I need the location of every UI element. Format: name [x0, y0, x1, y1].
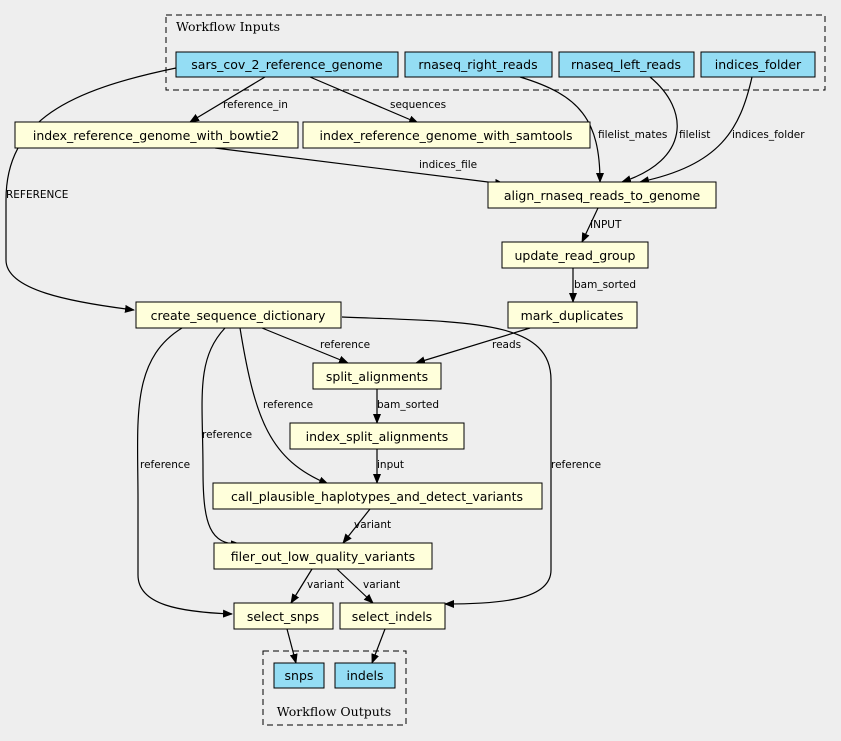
edge-dictionary-to-split [261, 327, 349, 364]
edge-dictionary-to-filter [201, 327, 241, 549]
edge-align-to-update [581, 207, 599, 243]
edge-genome-to-bowtie2 [189, 76, 266, 123]
edge-left-reads-to-align [621, 76, 678, 184]
node-align-rnaseq-reads-to-genome[interactable]: align_rnaseq_reads_to_genome [487, 181, 717, 209]
edge-genome-to-samtools [309, 76, 419, 124]
edge-genome-to-dictionary [5, 67, 177, 313]
edge-label: variant [307, 579, 344, 591]
node-label: index_reference_genome_with_bowtie2 [33, 128, 279, 143]
node-rnaseq-right-reads[interactable]: rnaseq_right_reads [404, 51, 553, 78]
edge-snps-to-output [286, 628, 298, 664]
edge-call-to-filter [342, 508, 371, 544]
node-label: rnaseq_right_reads [418, 57, 537, 72]
node-call-plausible-haplotypes-and-detect-variants[interactable]: call_plausible_haplotypes_and_detect_var… [212, 482, 543, 510]
node-index-reference-genome-with-bowtie2[interactable]: index_reference_genome_with_bowtie2 [14, 121, 299, 149]
node-indices-folder[interactable]: indices_folder [700, 51, 816, 78]
edge-filter-to-snps [290, 568, 313, 604]
node-label: select_snps [247, 609, 319, 624]
node-label: index_reference_genome_with_samtools [320, 128, 573, 143]
edges [5, 67, 753, 664]
node-update-read-group[interactable]: update_read_group [501, 241, 649, 269]
node-label: split_alignments [326, 369, 428, 384]
node-filer-out-low-quality-variants[interactable]: filer_out_low_quality_variants [213, 542, 433, 570]
edge-label: reference_in [223, 99, 288, 111]
edge-label: REFERENCE [6, 189, 68, 201]
node-label: filer_out_low_quality_variants [231, 549, 415, 564]
cluster-label-inputs: Workflow Inputs [176, 19, 280, 34]
node-label: rnaseq_left_reads [571, 57, 681, 72]
edge-dictionary-to-snps [136, 327, 233, 618]
edge-label: reference [320, 339, 370, 351]
cluster-label-outputs: Workflow Outputs [277, 704, 391, 719]
edge-label: reference [140, 459, 190, 471]
edge-label: INPUT [590, 219, 622, 231]
node-label: indices_folder [715, 57, 802, 72]
edge-dictionary-to-indels [341, 316, 552, 608]
edge-indices-to-align [639, 76, 753, 185]
node-select-snps[interactable]: select_snps [233, 602, 334, 630]
node-sars-cov-2-reference-genome[interactable]: sars_cov_2_reference_genome [175, 51, 399, 78]
node-snps[interactable]: snps [273, 662, 325, 689]
edge-label: reference [551, 459, 601, 471]
node-index-reference-genome-with-samtools[interactable]: index_reference_genome_with_samtools [302, 121, 591, 149]
node-split-alignments[interactable]: split_alignments [312, 362, 442, 390]
edge-label: bam_sorted [574, 279, 636, 291]
node-label: snps [285, 668, 314, 683]
node-label: align_rnaseq_reads_to_genome [504, 188, 701, 203]
node-label: call_plausible_haplotypes_and_detect_var… [231, 489, 523, 504]
cluster-workflow-inputs: Workflow Inputs [165, 14, 826, 91]
node-index-split-alignments[interactable]: index_split_alignments [289, 422, 465, 450]
node-label: index_split_alignments [306, 429, 449, 444]
node-label: indels [346, 668, 383, 683]
edge-filter-to-indels [336, 568, 374, 604]
edge-label: sequences [390, 99, 446, 111]
edge-right-reads-to-align [519, 76, 604, 183]
node-label: select_indels [352, 609, 432, 624]
edge-label: reference [263, 399, 313, 411]
edge-label: bam_sorted [377, 399, 439, 411]
edge-indels-to-output [371, 628, 386, 664]
edge-label: filelist [679, 129, 710, 141]
node-label: mark_duplicates [521, 308, 624, 323]
edge-label: indices_folder [732, 129, 805, 141]
edge-label: filelist_mates [598, 129, 667, 141]
edge-mark-to-split [415, 327, 531, 365]
nodes: sars_cov_2_reference_genome rnaseq_right… [14, 51, 816, 689]
edge-label: indices_file [419, 159, 477, 171]
node-label: sars_cov_2_reference_genome [191, 57, 383, 72]
node-select-indels[interactable]: select_indels [339, 602, 446, 630]
cluster-workflow-outputs: Workflow Outputs [262, 650, 407, 726]
node-mark-duplicates[interactable]: mark_duplicates [507, 301, 638, 329]
node-rnaseq-left-reads[interactable]: rnaseq_left_reads [558, 51, 695, 78]
edge-label: variant [354, 519, 391, 531]
edge-dictionary-to-call [239, 327, 329, 485]
edge-label: reads [492, 339, 521, 351]
edge-label: variant [363, 579, 400, 591]
node-label: update_read_group [515, 248, 636, 263]
node-label: create_sequence_dictionary [151, 308, 326, 323]
node-create-sequence-dictionary[interactable]: create_sequence_dictionary [135, 301, 342, 329]
edge-label: input [377, 459, 404, 471]
node-indels[interactable]: indels [334, 662, 396, 689]
edge-label: reference [202, 429, 252, 441]
edge-labels: reference_in sequences REFERENCE filelis… [6, 99, 805, 591]
edge-bowtie2-to-align [214, 147, 505, 187]
